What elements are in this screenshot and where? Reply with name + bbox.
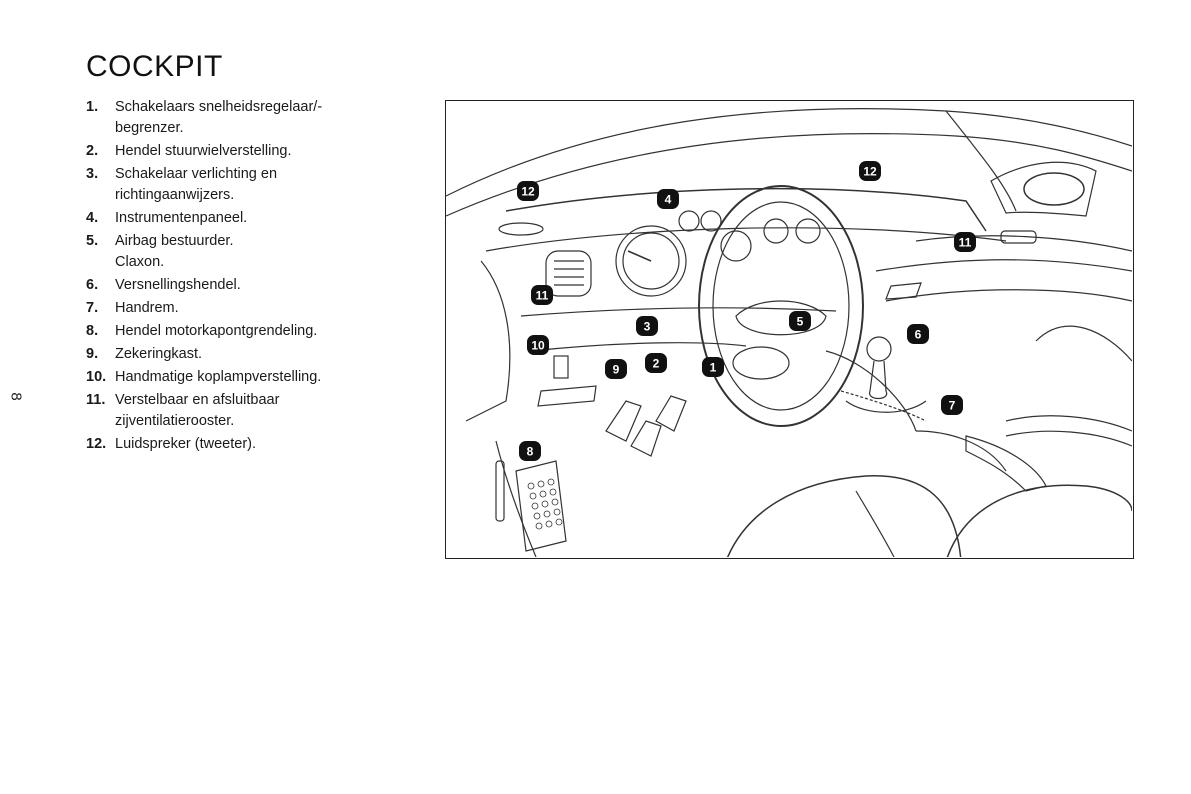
legend-number: 12. bbox=[86, 436, 107, 452]
legend-number: 6. bbox=[86, 277, 99, 293]
legend-number: 11. bbox=[86, 392, 106, 408]
legend-item-2: 2. Hendel stuurwielverstelling. bbox=[86, 141, 386, 162]
page-number: 8 bbox=[7, 392, 25, 401]
cockpit-line-drawing bbox=[446, 108, 1132, 557]
callout-badge: 6 bbox=[907, 324, 929, 344]
legend-item-7: 7. Handrem. bbox=[86, 298, 386, 319]
legend-item-5: 5. Airbag bestuurder. Claxon. bbox=[86, 231, 386, 273]
legend-item-6: 6. Versnellingshendel. bbox=[86, 275, 386, 296]
callout-badge: 3 bbox=[636, 316, 658, 336]
callout-badge: 5 bbox=[789, 311, 811, 331]
legend-number: 10. bbox=[86, 369, 107, 385]
legend-text: Hendel stuurwielverstelling. bbox=[115, 143, 292, 159]
legend-number: 7. bbox=[86, 300, 99, 316]
callout-number: 7 bbox=[949, 399, 956, 413]
legend-item-8: 8. Hendel motorkapontgrendeling. bbox=[86, 321, 386, 342]
legend-text: Versnellingshendel. bbox=[115, 277, 241, 293]
legend-text: richtingaanwijzers. bbox=[115, 187, 235, 203]
legend-text: Hendel motorkapontgrendeling. bbox=[115, 323, 318, 339]
callout-number: 1 bbox=[710, 361, 717, 375]
callout-layer: 12 12 4 11 11 3 5 6 10 9 2 1 7 8 bbox=[517, 161, 976, 461]
legend-item-9: 9. Zekeringkast. bbox=[86, 344, 386, 365]
legend-number: 8. bbox=[86, 323, 99, 339]
callout-badge: 12 bbox=[859, 161, 881, 181]
callout-number: 4 bbox=[665, 193, 672, 207]
cockpit-illustration: 12 12 4 11 11 3 5 6 10 9 2 1 7 8 bbox=[445, 100, 1134, 559]
legend-item-4: 4. Instrumentenpaneel. bbox=[86, 208, 386, 229]
callout-badge: 2 bbox=[645, 353, 667, 373]
callout-badge: 8 bbox=[519, 441, 541, 461]
legend-number: 5. bbox=[86, 233, 99, 249]
legend-text: begrenzer. bbox=[115, 120, 184, 136]
legend-text: Instrumentenpaneel. bbox=[115, 210, 248, 226]
callout-number: 11 bbox=[959, 236, 972, 250]
callout-badge: 11 bbox=[531, 285, 553, 305]
page-title: COCKPIT bbox=[86, 50, 223, 83]
legend-number: 3. bbox=[86, 166, 99, 182]
legend-text: Claxon. bbox=[115, 254, 165, 270]
callout-badge: 7 bbox=[941, 395, 963, 415]
callout-number: 3 bbox=[644, 320, 651, 334]
cockpit-legend-list: 1. Schakelaars snelheidsregelaar/- begrenz… bbox=[86, 97, 386, 457]
legend-text: Handmatige koplampverstelling. bbox=[115, 369, 322, 385]
callout-badge: 4 bbox=[657, 189, 679, 209]
legend-text: Schakelaar verlichting en bbox=[115, 166, 278, 182]
callout-badge: 1 bbox=[702, 357, 724, 377]
callout-badge: 10 bbox=[527, 335, 549, 355]
legend-number: 1. bbox=[86, 99, 99, 115]
callout-number: 2 bbox=[653, 357, 660, 371]
callout-number: 5 bbox=[797, 315, 804, 329]
callout-badge: 9 bbox=[605, 359, 627, 379]
callout-number: 8 bbox=[527, 445, 534, 459]
callout-number: 10 bbox=[531, 339, 545, 353]
legend-number: 2. bbox=[86, 143, 99, 159]
callout-number: 9 bbox=[613, 363, 620, 377]
legend-item-12: 12. Luidspreker (tweeter). bbox=[86, 434, 386, 455]
legend-item-11: 11. Verstelbaar en afsluitbaar zijventilat… bbox=[86, 390, 386, 432]
legend-text: Schakelaars snelheidsregelaar/- bbox=[115, 99, 323, 115]
legend-item-10: 10. Handmatige koplampverstelling. bbox=[86, 367, 386, 388]
callout-number: 11 bbox=[536, 289, 549, 303]
legend-text: zijventilatierooster. bbox=[115, 413, 235, 429]
callout-number: 12 bbox=[863, 165, 877, 179]
legend-text: Airbag bestuurder. bbox=[115, 233, 234, 249]
legend-text: Verstelbaar en afsluitbaar bbox=[115, 392, 280, 408]
callout-badge: 11 bbox=[954, 232, 976, 252]
legend-number: 9. bbox=[86, 346, 99, 362]
callout-number: 6 bbox=[915, 328, 922, 342]
legend-text: Luidspreker (tweeter). bbox=[115, 436, 257, 452]
legend-number: 4. bbox=[86, 210, 99, 226]
callout-number: 12 bbox=[521, 185, 535, 199]
legend-text: Handrem. bbox=[115, 300, 179, 316]
callout-badge: 12 bbox=[517, 181, 539, 201]
legend-item-3: 3. Schakelaar verlichting en richtingaanwi… bbox=[86, 164, 386, 206]
legend-item-1: 1. Schakelaars snelheidsregelaar/- begrenz… bbox=[86, 97, 386, 139]
legend-text: Zekeringkast. bbox=[115, 346, 203, 362]
